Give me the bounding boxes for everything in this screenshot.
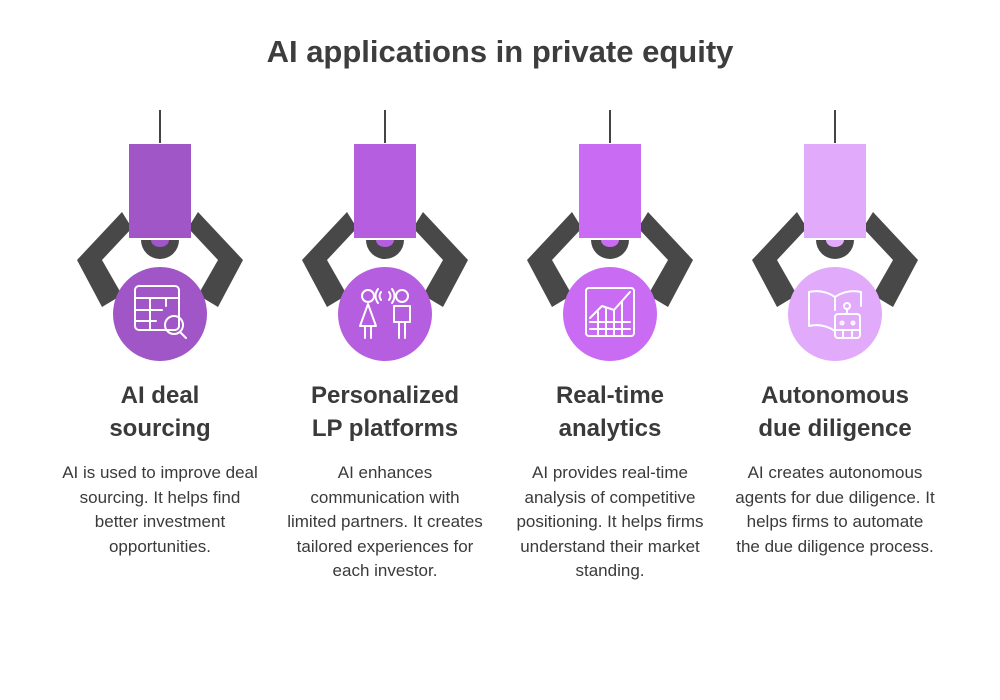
claw-body bbox=[129, 144, 191, 238]
claw-right-arm bbox=[863, 212, 918, 307]
item-description: AI is used to improve deal sourcing. It … bbox=[62, 463, 258, 556]
icon-circle bbox=[563, 267, 657, 361]
table-search-icon bbox=[134, 285, 187, 339]
item-description: AI enhances communication with limited p… bbox=[287, 463, 483, 580]
item-heading-line1: AI deal bbox=[120, 382, 200, 409]
application-column-4: Autonomous due diligence AI creates auto… bbox=[725, 100, 945, 559]
claw-left-arm bbox=[302, 212, 357, 307]
icon-circle bbox=[338, 267, 432, 361]
book-robot-icon bbox=[808, 290, 862, 339]
claw-right-arm bbox=[413, 212, 468, 307]
item-heading-line1: Real-time bbox=[555, 382, 665, 409]
robotic-claw-graphic bbox=[302, 110, 468, 361]
claw-right-arm bbox=[188, 212, 243, 307]
item-description: AI creates autonomous agents for due dil… bbox=[735, 463, 935, 556]
claw-body bbox=[354, 144, 416, 238]
robotic-claw-graphic bbox=[752, 110, 918, 361]
claw-joint bbox=[591, 240, 629, 259]
claw-body bbox=[579, 144, 641, 238]
item-heading-line1: Personalized bbox=[310, 382, 460, 409]
people-communication-icon bbox=[359, 288, 411, 339]
claw-left-arm bbox=[752, 212, 807, 307]
claw-right-arm bbox=[638, 212, 693, 307]
claw-left-arm bbox=[527, 212, 582, 307]
robotic-claw-graphic bbox=[527, 110, 693, 361]
claw-body bbox=[804, 144, 866, 238]
item-heading-line2: due diligence bbox=[758, 415, 912, 442]
icon-circle bbox=[113, 267, 207, 361]
chart-grid-icon bbox=[585, 287, 635, 337]
item-heading-line2: LP platforms bbox=[311, 415, 459, 442]
claw-joint bbox=[816, 240, 854, 259]
item-heading-line2: sourcing bbox=[109, 415, 211, 442]
claw-left-arm bbox=[77, 212, 132, 307]
item-description: AI provides real-time analysis of compet… bbox=[516, 463, 704, 580]
application-column-2: Personalized LP platforms AI enhances co… bbox=[275, 100, 495, 584]
robotic-claw-graphic bbox=[77, 110, 243, 361]
page-title: AI applications in private equity bbox=[266, 34, 734, 69]
claw-joint bbox=[366, 240, 404, 259]
application-column-1: AI deal sourcing AI is used to improve d… bbox=[50, 100, 270, 559]
item-heading-line1: Autonomous bbox=[761, 382, 909, 409]
item-heading-line2: analytics bbox=[558, 415, 662, 442]
claw-joint bbox=[141, 240, 179, 259]
application-column-3: Real-time analytics AI provides real-tim… bbox=[500, 100, 720, 584]
